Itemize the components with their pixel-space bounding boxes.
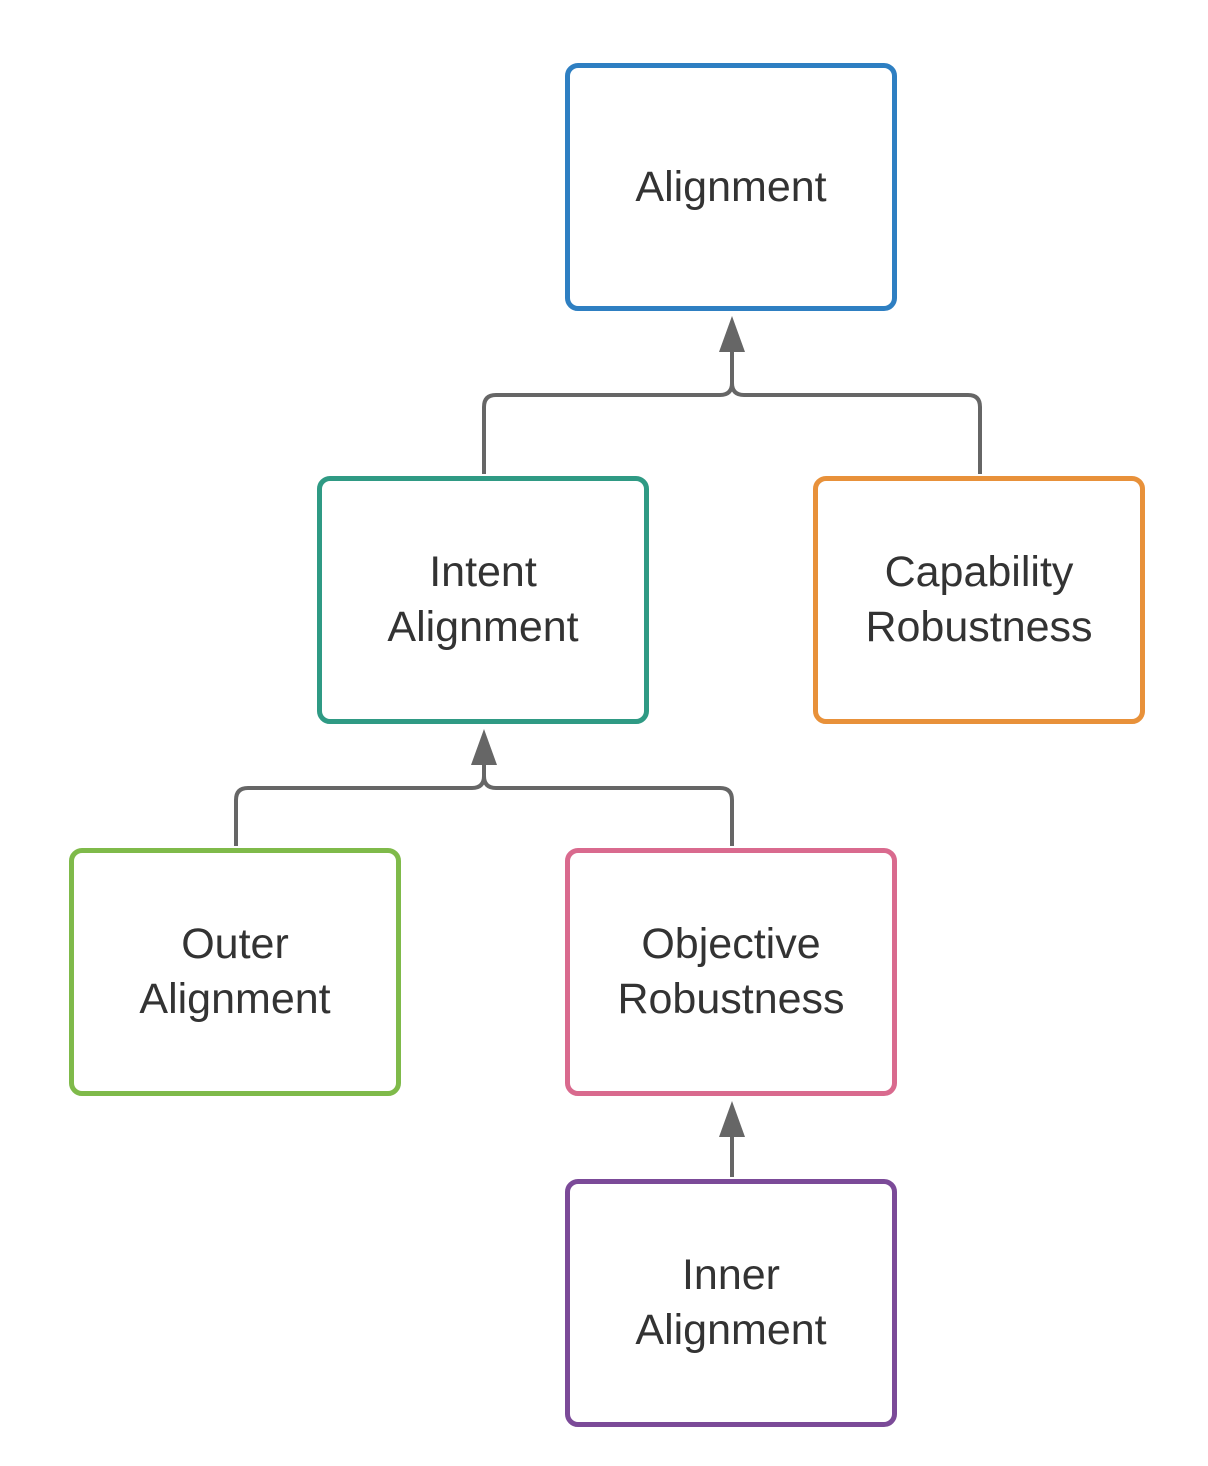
connector-line xyxy=(234,763,486,846)
edge-to-alignment xyxy=(482,316,982,474)
node-objective-robustness: Objective Robustness xyxy=(565,848,897,1096)
node-label-line: Intent xyxy=(429,548,537,596)
node-label-line: Robustness xyxy=(617,975,845,1023)
connector-line xyxy=(482,350,734,474)
edge-to-intent-alignment xyxy=(234,729,734,846)
node-label-line: Objective xyxy=(641,920,821,968)
node-label-line: Outer xyxy=(181,920,289,968)
node-label-line: Robustness xyxy=(865,603,1093,651)
node-label: Alignment xyxy=(635,160,826,215)
node-label: Intent Alignment xyxy=(387,545,578,655)
arrowhead-icon xyxy=(471,729,497,765)
connector-line xyxy=(730,382,982,474)
arrowhead-icon xyxy=(719,1101,745,1137)
node-label: Outer Alignment xyxy=(139,917,330,1027)
node-outer-alignment: Outer Alignment xyxy=(69,848,401,1096)
node-label-line: Inner xyxy=(681,1251,780,1299)
node-label-line: Alignment xyxy=(387,603,579,651)
node-label: Objective Robustness xyxy=(617,917,844,1027)
node-label-line: Alignment xyxy=(635,1306,827,1354)
node-intent-alignment: Intent Alignment xyxy=(317,476,649,724)
node-label-line: Alignment xyxy=(139,975,331,1023)
node-label: Capability Robustness xyxy=(865,545,1092,655)
node-label: Inner Alignment xyxy=(635,1248,826,1358)
node-alignment: Alignment xyxy=(565,63,897,311)
node-label-line: Capability xyxy=(884,548,1074,596)
node-capability-robustness: Capability Robustness xyxy=(813,476,1145,724)
node-label-line: Alignment xyxy=(635,162,827,211)
arrowhead-icon xyxy=(719,316,745,352)
node-inner-alignment: Inner Alignment xyxy=(565,1179,897,1427)
edge-to-objective-robustness xyxy=(719,1101,745,1177)
connector-line xyxy=(482,775,734,846)
